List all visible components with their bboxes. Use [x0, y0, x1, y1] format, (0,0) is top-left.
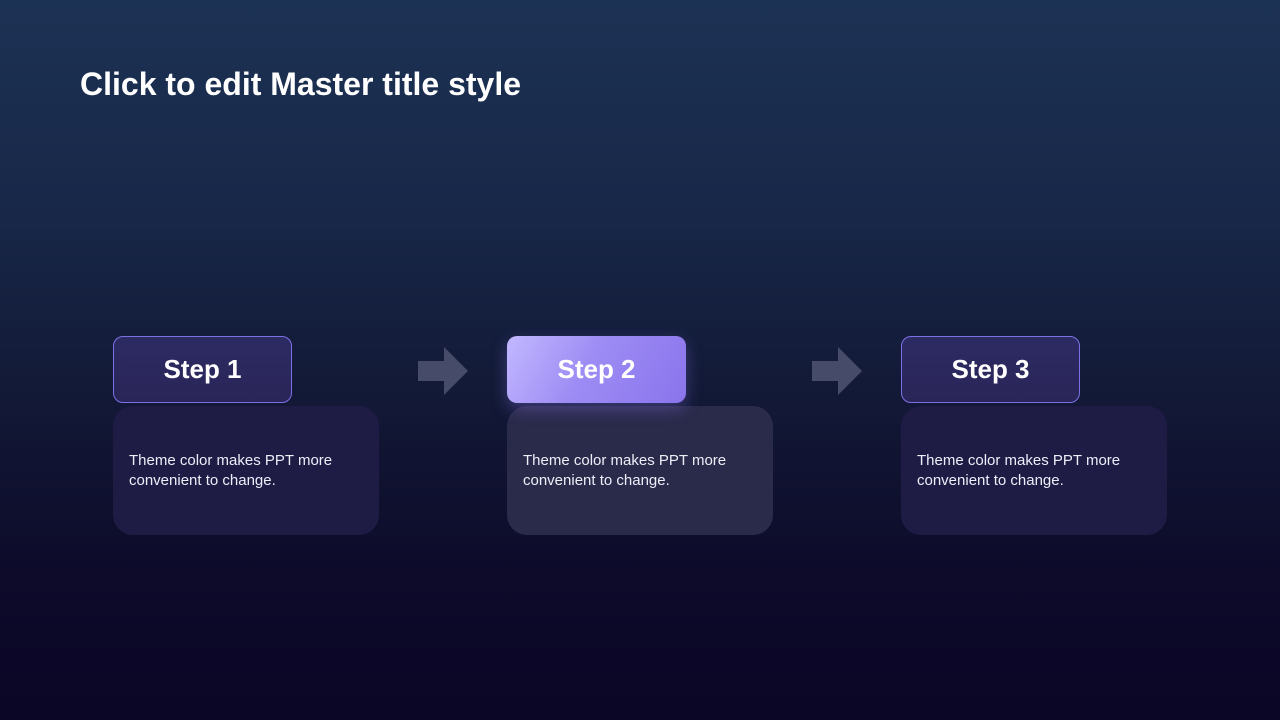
step-3-text: Theme color makes PPT more convenient to…	[917, 451, 1121, 489]
step-3-header[interactable]: Step 3	[901, 336, 1080, 403]
slide-title[interactable]: Click to edit Master title style	[80, 66, 522, 102]
step-1-body[interactable]: Theme color makes PPT more convenient to…	[113, 406, 379, 535]
step-3-body[interactable]: Theme color makes PPT more convenient to…	[901, 406, 1167, 535]
arrow-right-icon	[418, 347, 468, 395]
step-card-2: Step 2 Theme color makes PPT more conven…	[507, 336, 773, 536]
step-2-header[interactable]: Step 2	[507, 336, 686, 403]
step-card-1: Step 1 Theme color makes PPT more conven…	[113, 336, 379, 536]
step-2-body[interactable]: Theme color makes PPT more convenient to…	[507, 406, 773, 535]
step-2-text: Theme color makes PPT more convenient to…	[523, 451, 727, 489]
step-1-header[interactable]: Step 1	[113, 336, 292, 403]
arrow-right-icon	[812, 347, 862, 395]
step-card-3: Step 3 Theme color makes PPT more conven…	[901, 336, 1167, 536]
step-1-text: Theme color makes PPT more convenient to…	[129, 451, 333, 489]
